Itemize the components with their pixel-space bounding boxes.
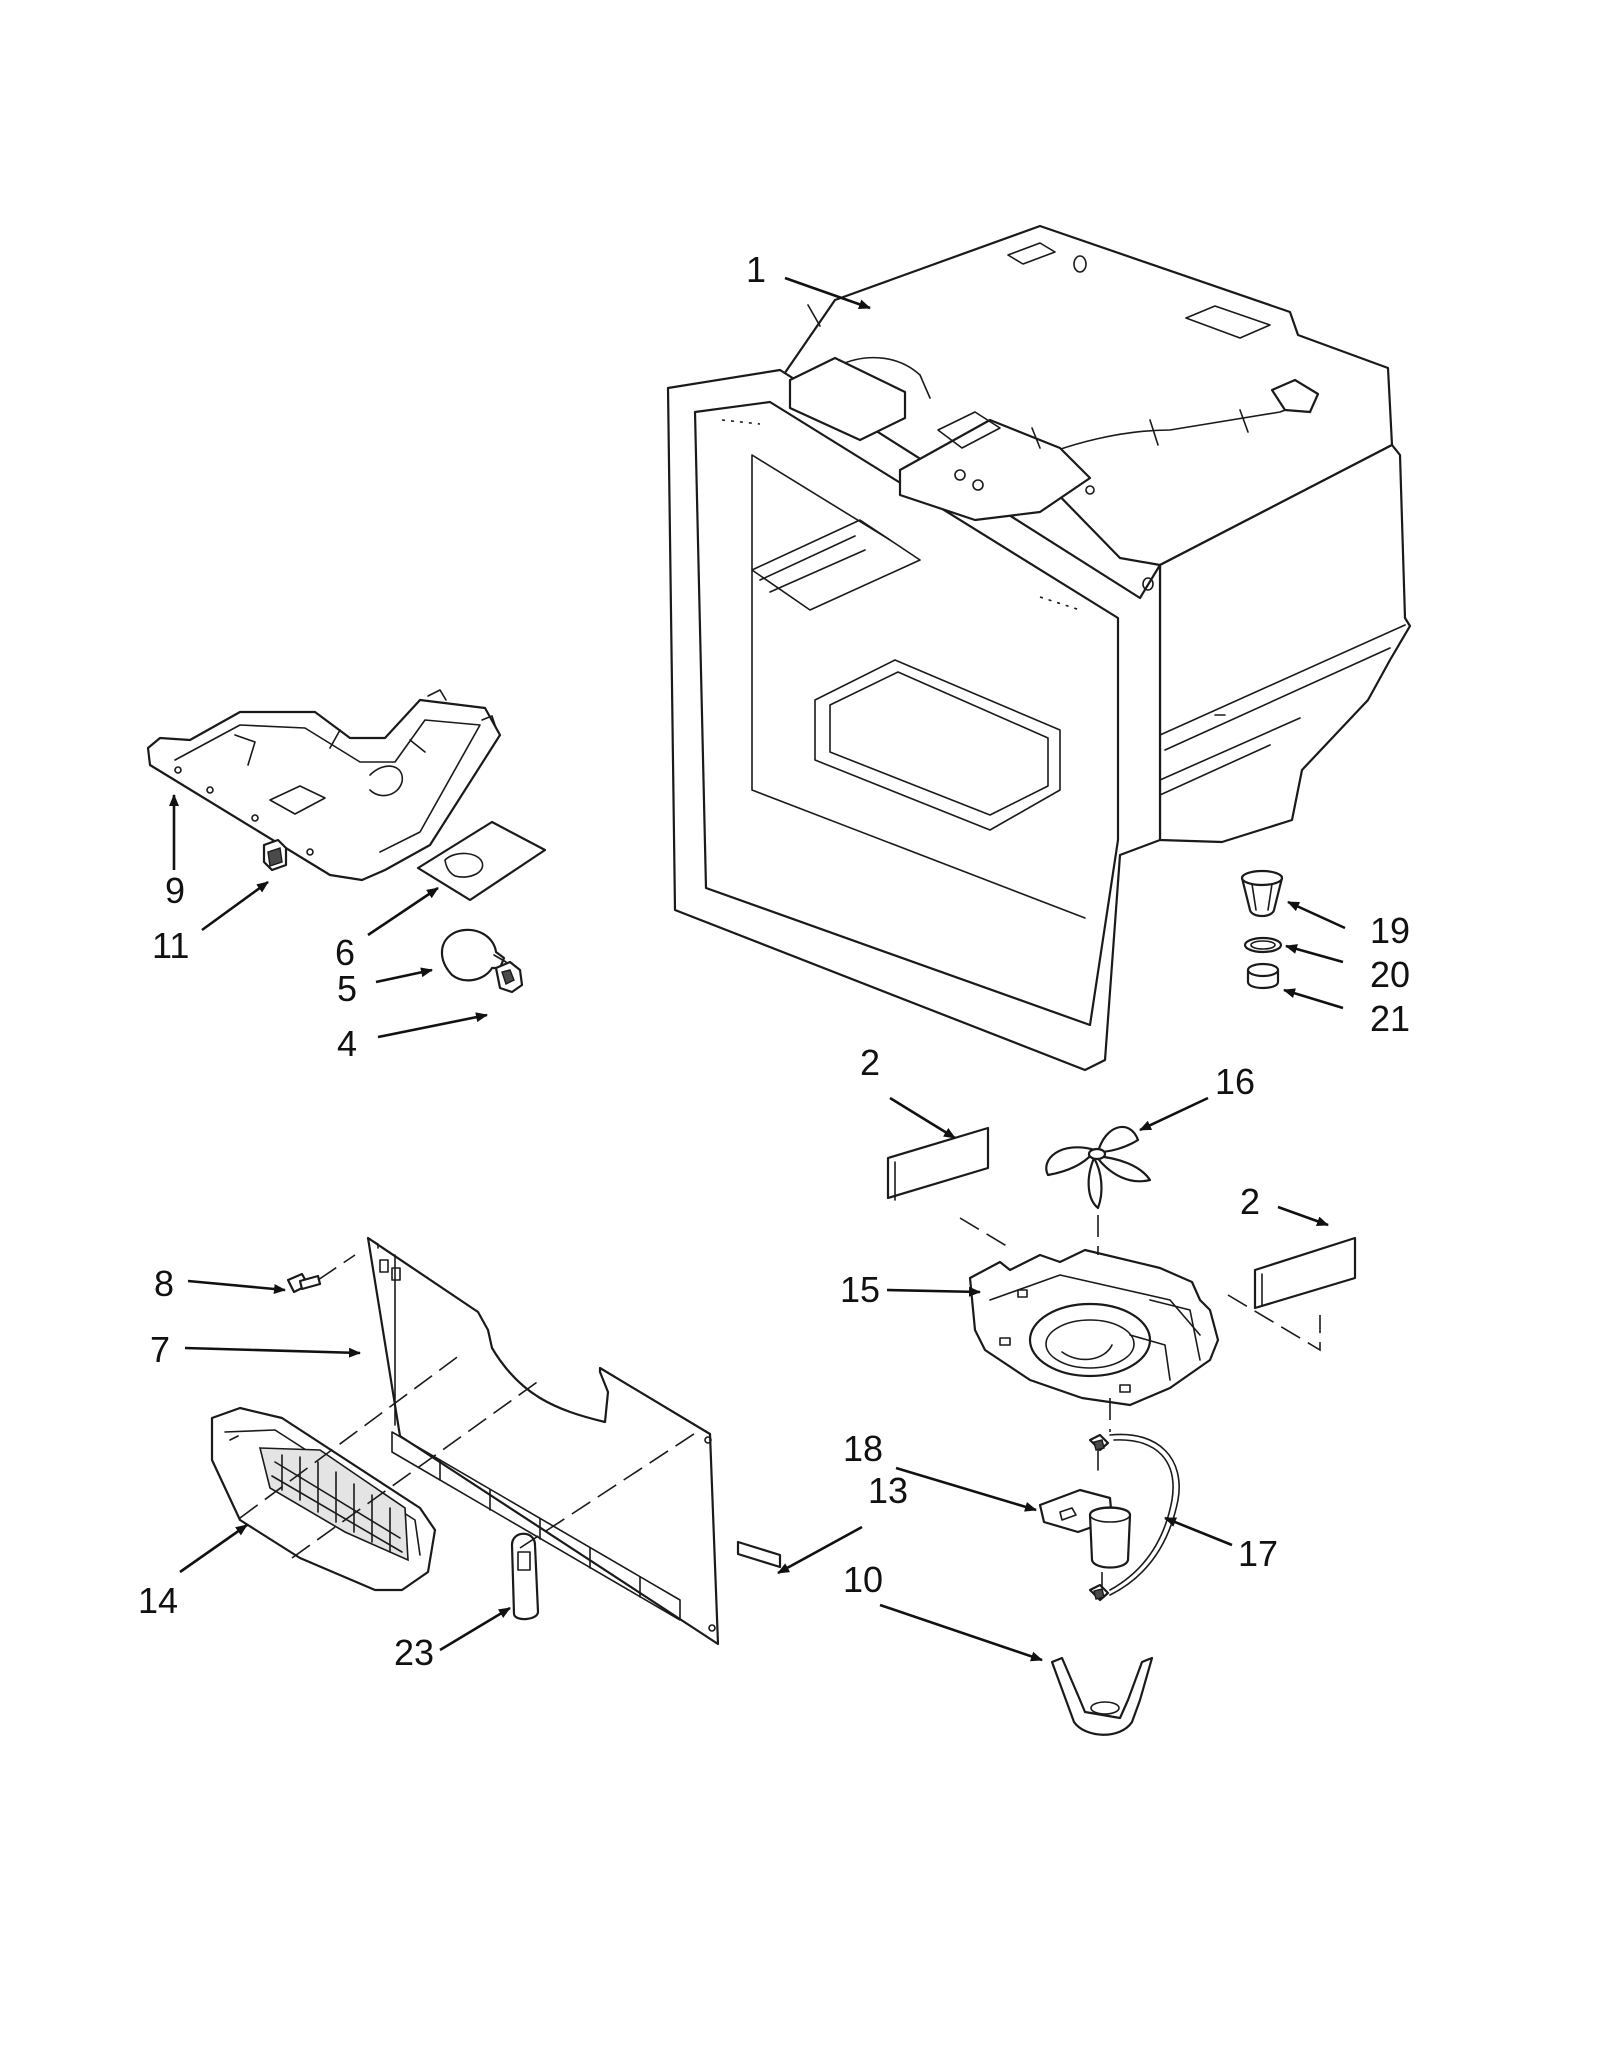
callout-13: 13 [868,1470,908,1511]
callout-18: 18 [843,1428,883,1469]
callout-10: 10 [843,1559,883,1600]
part-1-freezer-liner [666,224,1412,1072]
part-2-foam-block-right [1253,1236,1357,1310]
part-13-foam-strip [736,1540,782,1569]
part-2-foam-block-left [886,1126,990,1201]
callout-numbers: 1 9 11 6 5 4 19 20 21 2 16 2 15 8 7 18 1… [138,249,1410,1673]
part-17-wire-harness [1109,1433,1180,1596]
part-7-cover-panel [366,1236,720,1646]
part-11-switch [262,838,288,872]
part-19-cup [1240,869,1284,918]
part-4-socket [494,960,524,994]
part-15-fan-shroud [968,1248,1220,1407]
part-20-ring [1243,936,1283,954]
part-18-fan-motor [1038,1433,1132,1569]
alignment-lines [239,1215,1321,1588]
callout-11: 11 [152,925,189,966]
callout-20: 20 [1370,954,1410,995]
callout-23: 23 [394,1632,434,1673]
part-6-lens-label [416,820,547,902]
part-23-clip [510,1532,540,1621]
callout-16: 16 [1215,1061,1255,1102]
callout-7: 7 [150,1329,170,1370]
part-16-fan-blade [1045,1125,1152,1210]
callout-14: 14 [138,1580,178,1621]
callout-15: 15 [840,1269,880,1310]
callout-5: 5 [337,968,357,1009]
part-8-screw [286,1272,322,1294]
callout-6: 6 [335,932,355,973]
callout-21: 21 [1370,998,1410,1039]
callout-4: 4 [337,1023,357,1064]
part-10-motor-bracket [1050,1583,1154,1736]
callout-8: 8 [154,1263,174,1304]
part-9-light-housing [146,689,502,882]
part-21-plug [1246,962,1280,990]
callout-1: 1 [746,249,766,290]
leader-lines [169,276,1346,1662]
callout-17: 17 [1238,1533,1278,1574]
callout-2-right: 2 [1240,1181,1260,1222]
callout-2-left: 2 [860,1042,880,1083]
part-5-light-bulb [440,928,507,982]
callout-9: 9 [165,870,185,911]
callout-19: 19 [1370,910,1410,951]
